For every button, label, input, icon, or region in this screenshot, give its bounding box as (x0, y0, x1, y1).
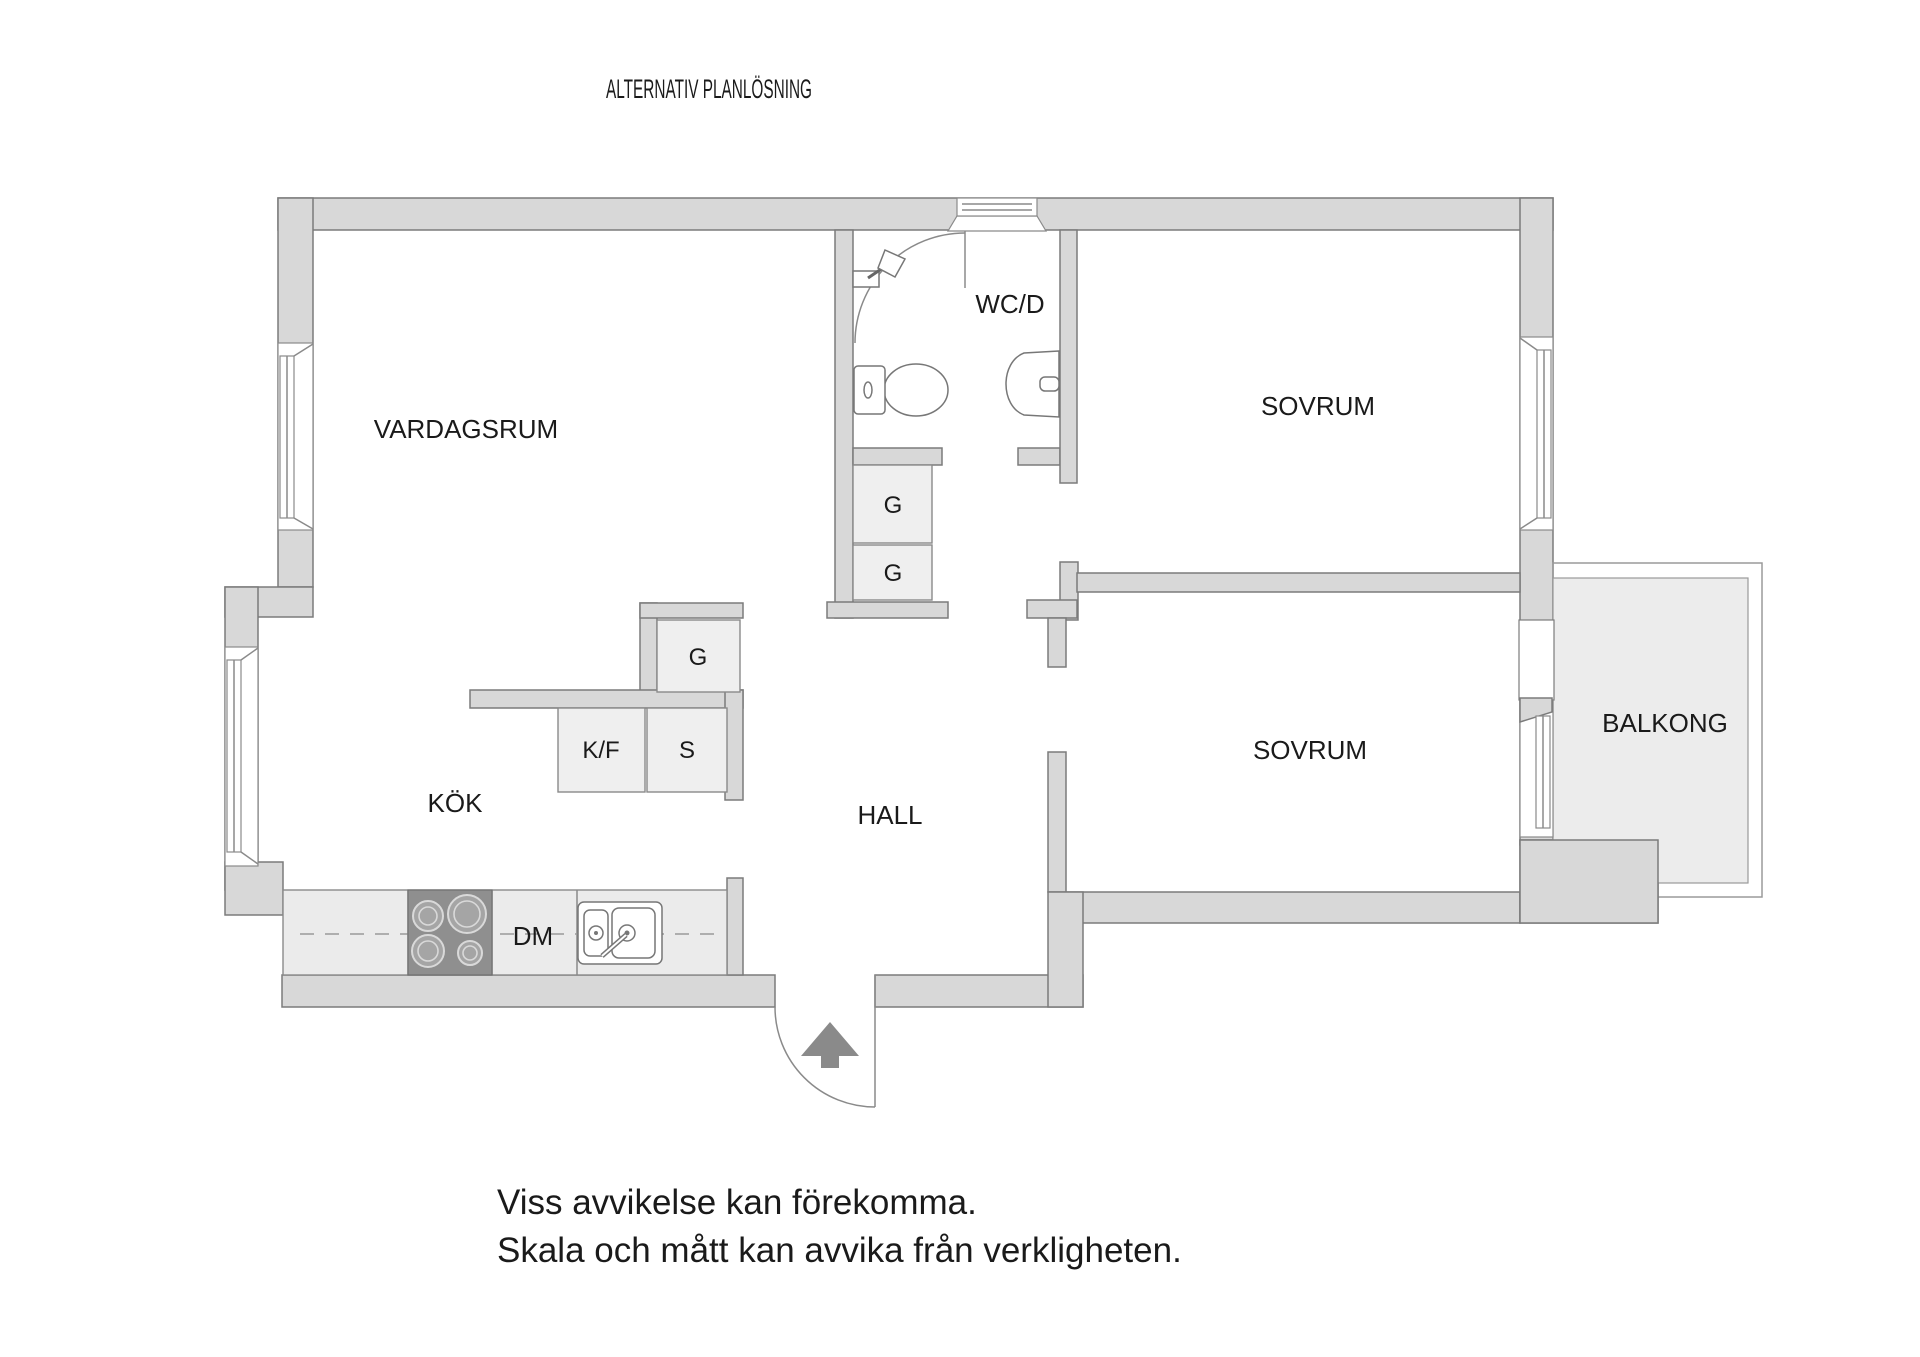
wall-hall-stub (1047, 617, 1067, 668)
wall-wc-bedroom (1059, 229, 1078, 484)
wall-wc-bottom (852, 447, 943, 466)
wardrobe-1-label: G (884, 492, 903, 519)
washbasin-icon (1005, 350, 1060, 418)
window-livingroom (277, 342, 314, 531)
wall-kitchen-livingroom (469, 689, 744, 709)
wardrobe-2-label: G (884, 560, 903, 587)
disclaimer-line-1: Viss avvikelse kan förekomma. (497, 1183, 977, 1222)
wall-livingroom-wc (834, 229, 854, 619)
room-label-hall: HALL (857, 800, 922, 830)
wall-hall-bedroom-lower (1047, 751, 1067, 893)
wall-between-bedrooms (1076, 572, 1521, 593)
balcony-door-opening (1518, 619, 1555, 701)
wall-bottom-kitchen (281, 974, 776, 1008)
entrance-door-arc (774, 1006, 876, 1108)
window-bedroom-2 (1519, 697, 1554, 838)
plan-title: ALTERNATIV PLANLÖSNING (606, 74, 812, 104)
balcony-corner-wall (1519, 839, 1659, 924)
room-label-sovrum-2: SOVRUM (1253, 735, 1367, 765)
wall-bottom-connector (1047, 891, 1084, 1008)
dishwasher-label: DM (513, 921, 553, 951)
kitchen-tall-cabinet: G (656, 619, 741, 693)
wall-kitchen-hall-pillar (726, 877, 744, 976)
kitchen-sink (577, 901, 663, 965)
entrance-door (774, 975, 876, 1108)
wall-top (277, 197, 1554, 231)
pantry-label: S (679, 737, 695, 764)
wall-bottom-left-block (224, 861, 284, 916)
wall-kitchen-hall-upper (724, 689, 744, 801)
room-label-wcd: WC/D (975, 289, 1044, 319)
wall-closet-bottom (826, 601, 949, 619)
toilet-icon (853, 363, 949, 417)
room-label-sovrum-1: SOVRUM (1261, 391, 1375, 421)
shower-screen-arc (854, 232, 966, 344)
wall-kitchen-closet-top (639, 602, 744, 619)
room-label-kok: KÖK (428, 788, 484, 818)
window-wc (946, 197, 1048, 232)
hall-wardrobes: G G (852, 464, 933, 601)
room-label-balkong: BALKONG (1602, 708, 1728, 738)
wall-bottom-bedroom (1066, 891, 1521, 924)
disclaimer-line-2: Skala och mått kan avvika från verklighe… (497, 1231, 1182, 1270)
fridge-freezer-label: K/F (582, 737, 619, 764)
entrance-arrow-icon (801, 1022, 859, 1068)
kitchen-cabinet-label: G (689, 644, 708, 671)
fridge-pantry-block: K/F S (557, 707, 728, 793)
kitchen-counter: DM (282, 889, 728, 976)
shower-mixer-icon (852, 248, 907, 288)
wc-fixtures (852, 231, 1060, 418)
stove (407, 889, 493, 976)
window-bedroom-1 (1519, 336, 1554, 531)
window-kitchen (224, 646, 259, 867)
wall-wc-bottom-right (1017, 447, 1061, 466)
room-label-vardagsrum: VARDAGSRUM (374, 414, 558, 444)
wall-hall-junction-bar (1026, 599, 1078, 619)
